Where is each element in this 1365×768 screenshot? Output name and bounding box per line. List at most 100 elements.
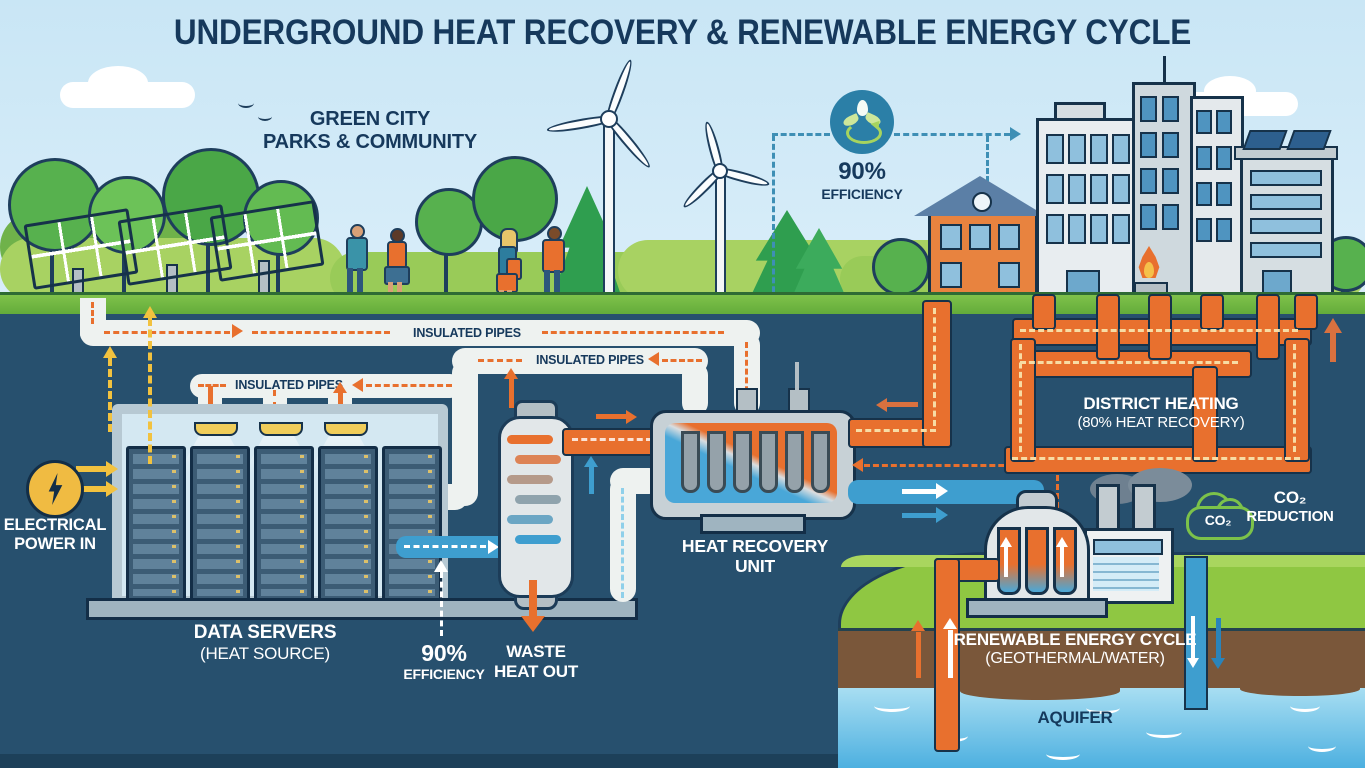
flow-arrow-shaft: [509, 378, 514, 408]
flow-arrow-shaft: [886, 402, 918, 407]
flow-arrow-shaft: [948, 630, 953, 678]
flow-arrow-shaft: [208, 386, 213, 406]
geothermal-pipe-hot: [934, 558, 960, 752]
person: [384, 228, 410, 302]
waste-heat-arrow: [521, 616, 545, 632]
server-rack: [254, 446, 314, 604]
insulated-pipe-label: INSULATED PIPES: [235, 378, 343, 392]
ceiling-light: [324, 422, 368, 436]
window: [1196, 110, 1212, 134]
pipe-flow-dashes: [1012, 457, 1300, 460]
window: [940, 224, 962, 250]
ceiling-light: [259, 422, 303, 436]
water-squiggle: [1308, 740, 1336, 752]
coil-segment: [515, 455, 561, 464]
window: [1112, 214, 1130, 244]
water-squiggle: [1290, 700, 1320, 712]
efficiency-badge-label: EFFICIENCY: [821, 185, 903, 202]
server-rack: [126, 446, 186, 604]
grass-strip: [0, 292, 1365, 317]
lightning-icon: [48, 473, 63, 505]
dome-base: [966, 598, 1108, 618]
bird-icon: [238, 98, 254, 108]
window: [1090, 174, 1108, 204]
flow-arrow-shaft: [76, 486, 106, 492]
flow-arrow: [504, 368, 518, 379]
district-riser: [1256, 294, 1280, 360]
soil-wave: [960, 682, 1120, 700]
soil-wave: [1240, 682, 1360, 696]
heat-recovery-unit: [650, 410, 856, 520]
pipe-flow-dashes: [662, 359, 702, 362]
page-title: UNDERGROUND HEAT RECOVERY & RENEWABLE EN…: [68, 13, 1297, 53]
window-band: [1250, 242, 1322, 258]
window: [1068, 134, 1086, 164]
efficiency-badge-text: 90% EFFICIENCY: [812, 158, 912, 202]
coil-segment: [507, 435, 553, 444]
window: [940, 262, 962, 288]
flow-arrow: [626, 410, 637, 424]
district-heating-pipes: [1010, 338, 1036, 462]
flow-arrow-shaft: [902, 513, 936, 518]
coil-segment: [515, 535, 561, 544]
window: [998, 224, 1020, 250]
factory: [1084, 528, 1174, 604]
dashed-flow-line: [148, 318, 152, 464]
cloud: [88, 66, 148, 100]
window: [1068, 214, 1086, 244]
pipe-flow-dashes: [1293, 344, 1296, 452]
pipe-flow-dashes: [198, 384, 226, 387]
window: [1162, 168, 1179, 194]
factory-window-band: [1093, 539, 1163, 555]
water-squiggle: [1086, 702, 1120, 714]
flow-arrow: [1010, 127, 1021, 141]
pipe-flow-dashes: [404, 545, 486, 548]
flow-arrow: [1211, 658, 1225, 669]
pipe-flow-dashes: [572, 438, 652, 441]
window-band: [1250, 170, 1322, 186]
return-pipe-dashed: [864, 464, 1058, 467]
co2-line1: CO₂: [1273, 488, 1307, 507]
waste-heat-label: WASTE HEAT OUT: [486, 642, 586, 681]
flow-arrow: [1187, 658, 1199, 668]
co2-line2: REDUCTION: [1246, 507, 1334, 525]
co2-cloud-text: CO₂: [1204, 512, 1232, 528]
waste-heat-line2: HEAT OUT: [493, 661, 579, 681]
return-pipe-dashed: [1056, 466, 1059, 508]
dashed-flow-line: [986, 136, 989, 182]
waste-heat-arrow-shaft: [529, 580, 537, 618]
pipe-flow-dashes: [745, 342, 748, 410]
flow-arrow-shaft: [902, 489, 936, 494]
flow-arrow-shaft: [1216, 618, 1221, 660]
insulated-pipe-label: INSULATED PIPES: [413, 326, 521, 340]
unit-coil: [811, 431, 830, 493]
aquifer-label: AQUIFER: [1037, 708, 1113, 727]
window: [1112, 134, 1130, 164]
district-heating-pipes: [1284, 338, 1310, 462]
hot-supply-pipe: [562, 428, 666, 456]
flow-arrow-shaft: [338, 392, 343, 412]
renewable-cycle-label: RENEWABLE ENERGY CYCLE (GEOTHERMAL/WATER…: [900, 630, 1250, 668]
efficiency-note: 90% EFFICIENCY: [392, 640, 496, 683]
window: [1140, 204, 1157, 230]
dashed-flow-line: [772, 135, 775, 408]
insulated-pipe-label: INSULATED PIPES: [536, 353, 644, 367]
flow-arrow-shaft: [1191, 616, 1195, 660]
pipe-flow-dashes: [91, 302, 94, 324]
pipe-flow-dashes: [542, 331, 724, 334]
flow-arrow: [1056, 537, 1068, 547]
pipe-flow-dashes: [273, 390, 276, 408]
unit-coil: [681, 431, 700, 493]
pipe-flow-dashes: [366, 384, 452, 387]
flow-arrow-shaft: [1004, 547, 1008, 577]
coil-segment: [507, 515, 553, 524]
window: [1162, 204, 1179, 230]
flow-arrow: [936, 483, 948, 499]
dashed-flow-line: [772, 133, 830, 136]
window: [998, 262, 1020, 288]
person: [540, 226, 565, 306]
electrical-line2: POWER IN: [14, 534, 96, 553]
co2-cloud-icon: [1186, 506, 1254, 540]
flow-arrow: [852, 458, 863, 472]
flow-arrow: [352, 378, 363, 392]
